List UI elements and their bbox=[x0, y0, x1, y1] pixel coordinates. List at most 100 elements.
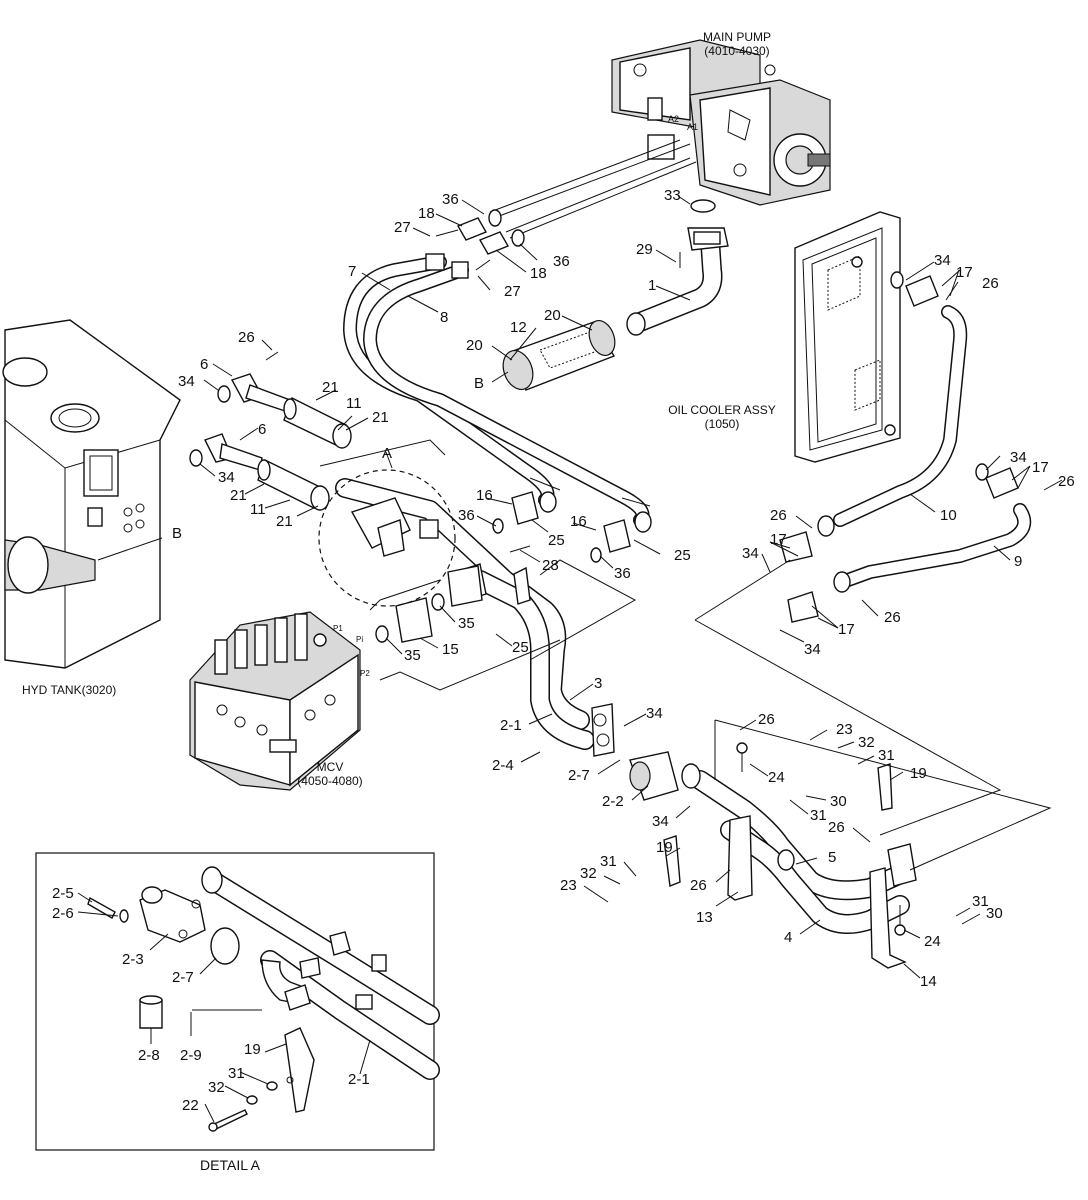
callout-5: 5 bbox=[828, 849, 836, 866]
callout-14: 14 bbox=[920, 973, 937, 990]
callout-34: 34 bbox=[804, 641, 821, 658]
callout-2-3: 2-3 bbox=[122, 951, 144, 968]
callout-2-4: 2-4 bbox=[492, 757, 514, 774]
callout-21: 21 bbox=[276, 513, 293, 530]
callout-34: 34 bbox=[934, 252, 951, 269]
callout-21: 21 bbox=[372, 409, 389, 426]
callout-34: 34 bbox=[646, 705, 663, 722]
callout-33: 33 bbox=[664, 187, 681, 204]
callout-1: 1 bbox=[648, 277, 656, 294]
callout-25: 25 bbox=[548, 532, 565, 549]
callout-18: 18 bbox=[418, 205, 435, 222]
detail-a-drawing bbox=[87, 866, 440, 1132]
mcv-valve bbox=[189, 611, 361, 791]
pressure-hoses-7-8 bbox=[343, 253, 652, 533]
callout-6: 6 bbox=[200, 356, 208, 373]
oil-cooler bbox=[794, 211, 901, 463]
callout-25: 25 bbox=[512, 639, 529, 656]
port-pi: Pi bbox=[356, 635, 363, 644]
callout-26: 26 bbox=[238, 329, 255, 346]
port-p1: P1 bbox=[333, 624, 343, 633]
callout-20: 20 bbox=[466, 337, 483, 354]
callout-15: 15 bbox=[442, 641, 459, 658]
callout-31: 31 bbox=[972, 893, 989, 910]
callout-17: 17 bbox=[838, 621, 855, 638]
callout-2-9: 2-9 bbox=[180, 1047, 202, 1064]
callout-2-2: 2-2 bbox=[602, 793, 624, 810]
callout-28: 28 bbox=[542, 557, 559, 574]
callout-12: 12 bbox=[510, 319, 527, 336]
port-a1: A1 bbox=[687, 122, 698, 132]
callout-a: A bbox=[382, 445, 392, 462]
suction-pipe-1 bbox=[626, 199, 729, 336]
callout-26: 26 bbox=[690, 877, 707, 894]
callout-23: 23 bbox=[836, 721, 853, 738]
suction-hose-12 bbox=[502, 319, 616, 391]
callout-25: 25 bbox=[674, 547, 691, 564]
hyd-tank-label: HYD TANK(3020) bbox=[22, 683, 116, 697]
callout-20: 20 bbox=[544, 307, 561, 324]
callout-31: 31 bbox=[810, 807, 827, 824]
callout-16: 16 bbox=[476, 487, 493, 504]
main-pump bbox=[611, 39, 831, 206]
callout-23: 23 bbox=[560, 877, 577, 894]
port-p2: P2 bbox=[360, 669, 370, 678]
callout-36: 36 bbox=[553, 253, 570, 270]
callout-35: 35 bbox=[458, 615, 475, 632]
detail-a-circle bbox=[318, 469, 456, 607]
oil-cooler-code: (1050) bbox=[705, 417, 740, 431]
callout-26: 26 bbox=[828, 819, 845, 836]
main-pump-title: MAIN PUMP bbox=[703, 30, 771, 44]
callout-11: 11 bbox=[250, 501, 266, 518]
callout-30: 30 bbox=[986, 905, 1003, 922]
callout-24: 24 bbox=[768, 769, 785, 786]
callout-16: 16 bbox=[570, 513, 587, 530]
callout-2-5: 2-5 bbox=[52, 885, 74, 902]
callout-31: 31 bbox=[600, 853, 617, 870]
callout-26: 26 bbox=[1058, 473, 1075, 490]
callout-34: 34 bbox=[1010, 449, 1027, 466]
mcv-code: (4050-4080) bbox=[297, 774, 362, 788]
callout-21: 21 bbox=[322, 379, 339, 396]
route-outlines bbox=[319, 439, 1052, 871]
callout-27: 27 bbox=[394, 219, 411, 236]
detail-a-box bbox=[35, 852, 435, 1151]
callout-6: 6 bbox=[258, 421, 266, 438]
callout-9: 9 bbox=[1014, 553, 1022, 570]
callout-2-7: 2-7 bbox=[172, 969, 194, 986]
callout-19: 19 bbox=[244, 1041, 261, 1058]
port-a2: A2 bbox=[668, 114, 679, 124]
middle-flanges bbox=[375, 491, 631, 643]
callout-32: 32 bbox=[208, 1079, 225, 1096]
hydraulic-tank bbox=[2, 319, 181, 669]
callout-35: 35 bbox=[404, 647, 421, 664]
return-pipes-4-5 bbox=[629, 751, 917, 934]
detail-a-title: DETAIL A bbox=[200, 1157, 261, 1173]
callout-10: 10 bbox=[940, 507, 957, 524]
callout-36: 36 bbox=[458, 507, 475, 524]
callout-3: 3 bbox=[594, 675, 602, 692]
callout-24: 24 bbox=[924, 933, 941, 950]
leader-b-tank bbox=[97, 537, 163, 561]
callout-34: 34 bbox=[742, 545, 759, 562]
callout-36: 36 bbox=[614, 565, 631, 582]
callout-17: 17 bbox=[956, 264, 973, 281]
main-pump-code: (4010-4030) bbox=[704, 44, 769, 58]
callout-31: 31 bbox=[878, 747, 895, 764]
callout-32: 32 bbox=[580, 865, 597, 882]
callout-7: 7 bbox=[348, 263, 356, 280]
callout-labels: 33 36 36 18 18 27 27 29 1 7 8 34 17 26 1… bbox=[52, 187, 1075, 1114]
callout-18: 18 bbox=[530, 265, 547, 282]
callout-34: 34 bbox=[218, 469, 235, 486]
return-pipe-assembly bbox=[335, 478, 615, 757]
callout-34: 34 bbox=[652, 813, 669, 830]
brackets-and-clips bbox=[663, 742, 907, 969]
callout-11: 11 bbox=[346, 395, 362, 412]
callout-17: 17 bbox=[770, 531, 787, 548]
cooler-hose-10 bbox=[817, 305, 968, 537]
callout-17: 17 bbox=[1032, 459, 1049, 476]
callout-leaders bbox=[77, 195, 1063, 1123]
callout-19: 19 bbox=[910, 765, 927, 782]
mcv-title: MCV bbox=[317, 760, 344, 774]
callout-2-1: 2-1 bbox=[500, 717, 522, 734]
